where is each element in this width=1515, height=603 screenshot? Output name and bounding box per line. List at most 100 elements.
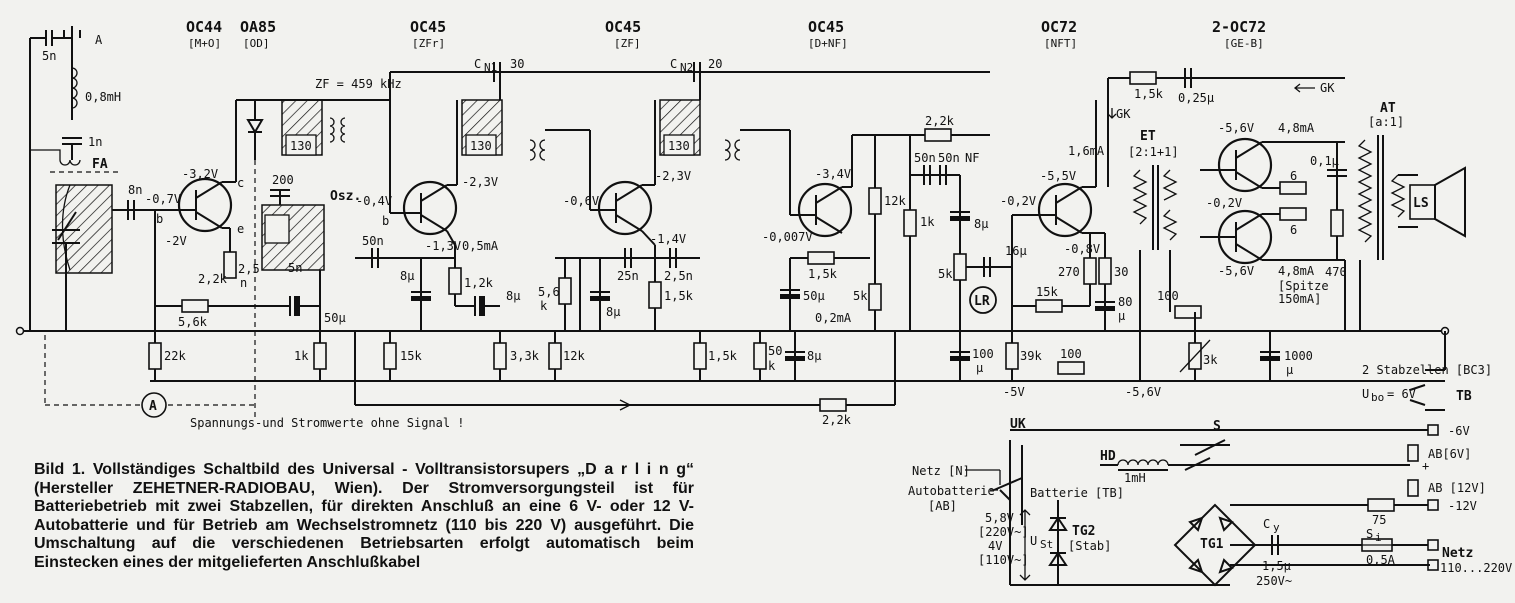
c-50u-2-label: 50µ — [803, 289, 825, 303]
r-2-2k-2-label: 2,2k — [822, 413, 852, 427]
cn1-sub: N1 — [484, 61, 497, 74]
t3-role: [ZF] — [614, 37, 641, 50]
no-signal-note: Spannungs-und Stromwerte ohne Signal ! — [190, 416, 465, 430]
v5-emitter: -0,8V — [1064, 242, 1100, 256]
r-75 — [1367, 498, 1395, 512]
r-15k-2-label: 15k — [1036, 285, 1058, 299]
minus-12v-label: -12V — [1448, 499, 1477, 513]
i6-current: 4,8mA — [1278, 121, 1315, 135]
nf-label: NF — [965, 151, 979, 165]
r-39k — [1005, 342, 1019, 370]
ab-12v-label: AB [12V] — [1428, 481, 1486, 495]
v-4-label: 4V — [988, 539, 1002, 553]
c-80-label: 80 — [1118, 295, 1132, 309]
ab-label: [AB] — [928, 499, 957, 513]
r-75-label: 75 — [1372, 513, 1386, 527]
at-ratio: [a:1] — [1368, 115, 1404, 129]
r-5-6k-label: 5,6k — [178, 315, 208, 329]
driver-transformer-et — [1132, 165, 1178, 250]
v6-collector: -5,6V — [1218, 121, 1254, 135]
if-transformer-2 — [461, 62, 503, 156]
r-5-6k — [181, 299, 209, 313]
stab-label: [Stab] — [1068, 539, 1111, 553]
c-8u-1-label: 8µ — [400, 269, 414, 283]
minus-6v-label: -6V — [1448, 424, 1470, 438]
t2-role: [ZFr] — [412, 37, 445, 50]
r-1-5k — [648, 281, 662, 309]
figure-caption: Bild 1. Vollständiges Schaltbild des Uni… — [34, 461, 694, 573]
v-5v-label: -5V — [1003, 385, 1025, 399]
r-1k — [313, 342, 327, 370]
r-39k-label: 39k — [1020, 349, 1042, 363]
r-5-6k-2-unit: k — [540, 299, 548, 313]
r-1-5k-2-label: 1,5k — [708, 349, 738, 363]
r-15k-label: 15k — [400, 349, 422, 363]
c-50n-label: 50n — [362, 234, 384, 248]
c-2-5n-2-label: 2,5n — [664, 269, 693, 283]
ust-label: U — [1030, 534, 1037, 548]
lr-label: LR — [974, 294, 990, 309]
d1-type: OA85 — [240, 18, 276, 36]
c-50n-2-label: 50n — [914, 151, 936, 165]
r-6-b — [1279, 207, 1307, 221]
r-270 — [1083, 257, 1097, 285]
v-5-6v-label: -5,6V — [1125, 385, 1161, 399]
r-22k-label: 22k — [164, 349, 186, 363]
et-label: ET — [1140, 129, 1156, 144]
r-5-6k-2 — [558, 277, 572, 305]
v1-base: -0,7V — [145, 192, 181, 206]
v1-collector: -3,2V — [182, 167, 218, 181]
spitze-label: [Spitze — [1278, 279, 1329, 293]
t5-type: OC72 — [1041, 18, 1077, 36]
i2-current: 0,5mA — [462, 239, 499, 253]
s-label: S — [1213, 419, 1221, 434]
t1-role: [M+O] — [188, 37, 221, 50]
t4-role: [D+NF] — [808, 37, 848, 50]
pot-5k-label: 5k — [938, 267, 953, 281]
r-22k — [148, 342, 162, 370]
ammeter-label: A — [149, 399, 157, 414]
ammeter — [141, 392, 167, 418]
spitze-value: 150mA] — [1278, 292, 1321, 306]
et-ratio: [2:1+1] — [1128, 145, 1179, 159]
tb-label: TB — [1456, 389, 1472, 404]
v1-emitter: -2V — [165, 234, 187, 248]
v7-collector: -5,6V — [1218, 264, 1254, 278]
si-label: S — [1366, 527, 1373, 541]
c-0-1u-label: 0,1µ — [1310, 154, 1339, 168]
c-80-unit: µ — [1118, 309, 1125, 323]
r-270-label: 270 — [1058, 265, 1080, 279]
loudspeaker — [1398, 166, 1466, 238]
v4-collector: -3,4V — [815, 167, 851, 181]
k-130-c: 130 — [668, 139, 690, 153]
netz-n-label: Netz [N] — [912, 464, 970, 478]
r-30 — [1098, 257, 1112, 285]
r-12k — [548, 342, 562, 370]
c-8u-3-label: 8µ — [606, 305, 620, 319]
t3-type: OC45 — [605, 18, 641, 36]
r-2-2k — [223, 251, 237, 279]
v3-base: -0,6V — [563, 194, 599, 208]
c-2-5n-label: 2,5 — [238, 262, 260, 276]
antenna-label: A — [95, 33, 103, 47]
c-1-5u-label: 1,5µ — [1262, 559, 1291, 573]
transistor-oc72-pull — [1200, 209, 1273, 265]
v5-collector: -5,5V — [1040, 169, 1076, 183]
r-1-5k-3-label: 1,5k — [808, 267, 838, 281]
v5-base: -0,2V — [1000, 194, 1036, 208]
c-8u-4-label: 8µ — [807, 349, 821, 363]
zf-label: ZF = 459 kHz — [315, 77, 402, 91]
transistor-oc45-zf — [590, 180, 656, 246]
ust-sub: St — [1040, 538, 1053, 551]
c-50n-3-label: 50n — [938, 151, 960, 165]
pin-b: b — [156, 212, 163, 226]
pin-e: e — [237, 222, 244, 236]
cn1-label: C — [474, 57, 481, 71]
v-110-label: [110V~] — [978, 553, 1029, 567]
r-50k-unit: k — [768, 359, 776, 373]
c-30-label: 30 — [510, 57, 524, 71]
c-100u-label: 100 — [972, 347, 994, 361]
t4-type: OC45 — [808, 18, 844, 36]
c-5n2-label: 5n — [288, 261, 302, 275]
